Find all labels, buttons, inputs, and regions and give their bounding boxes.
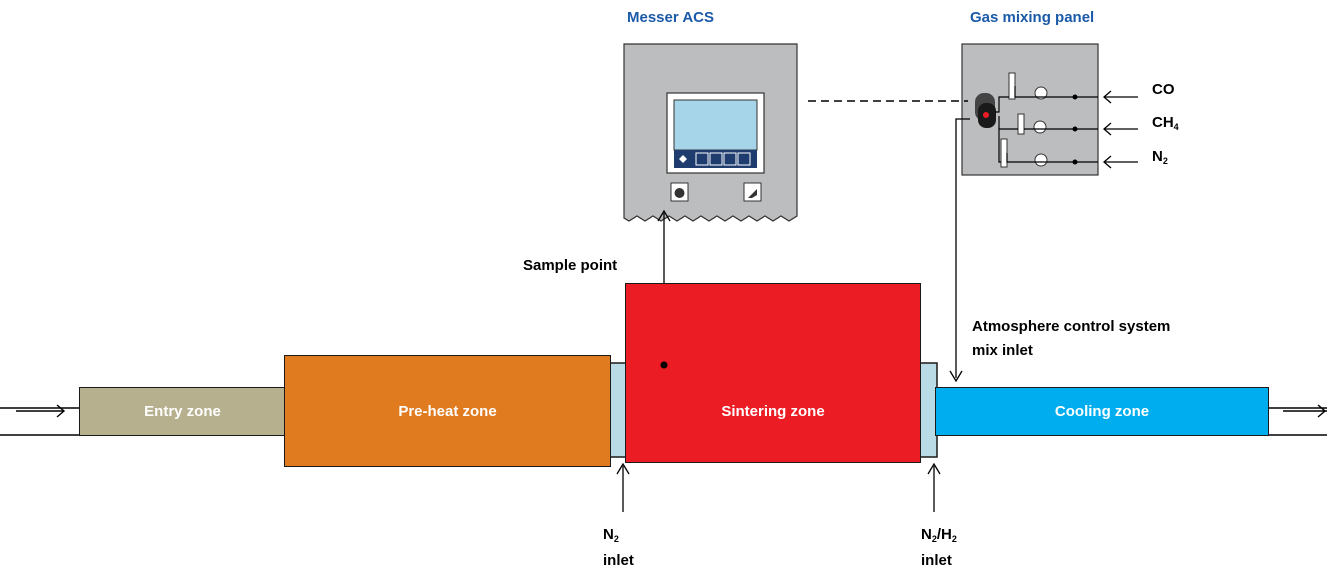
flowmeter-ch4	[1017, 113, 1025, 135]
acs-key-icon	[748, 189, 757, 198]
messer-acs-title: Messer ACS	[627, 9, 714, 26]
mixing-valve-led-icon	[983, 112, 989, 118]
n2h2-inlet-label: N2/H2	[921, 526, 957, 544]
mix-inlet-arrow-icon	[949, 370, 963, 383]
gas-mixing-panel-title: Gas mixing panel	[970, 9, 1095, 26]
sample-point-label: Sample point	[523, 257, 618, 274]
acs-display-screen	[673, 99, 758, 151]
gauge-co-icon	[1034, 86, 1048, 100]
gas-label-n2: N2	[1152, 148, 1168, 166]
preheat-zone-label: Pre-heat zone	[398, 402, 497, 420]
entry-zone: Entry zone	[79, 387, 286, 436]
acs-key-1	[695, 152, 709, 166]
acs-key-2	[709, 152, 723, 166]
co-input-arrow-icon	[1103, 90, 1138, 104]
gas-label-co: CO	[1152, 81, 1175, 98]
n2-inlet-word: inlet	[603, 552, 634, 569]
exit-arrow-icon	[1283, 404, 1327, 418]
n2h2-inlet-arrow-icon	[927, 462, 941, 512]
acs-power-knob-icon	[674, 188, 685, 198]
sintering-zone: Sintering zone	[625, 283, 921, 463]
entry-zone-label: Entry zone	[144, 403, 221, 420]
atm-control-label-line1: Atmosphere control system	[972, 318, 1171, 335]
n2-inlet-label: N2	[603, 526, 619, 544]
cooling-zone-label: Cooling zone	[1054, 403, 1150, 420]
sintering-zone-label: Sintering zone	[721, 402, 825, 420]
flowmeter-co	[1008, 72, 1016, 100]
flowmeter-n2	[1000, 138, 1008, 168]
atm-control-label-line2: mix inlet	[972, 342, 1033, 359]
preheat-zone: Pre-heat zone	[284, 355, 611, 467]
sample-arrow-icon	[657, 209, 671, 222]
n2-inlet-arrow-icon	[616, 462, 630, 512]
gauge-n2-icon	[1034, 153, 1048, 167]
messer-acs-cabinet	[623, 43, 798, 222]
acs-key-switch	[743, 182, 762, 202]
gas-label-ch4: CH4	[1152, 114, 1179, 132]
gas-mixing-panel	[961, 43, 1099, 176]
acs-key-4	[737, 152, 751, 166]
entry-arrow-icon	[16, 404, 66, 418]
acs-nav-pad-icon	[679, 155, 687, 163]
ch4-input-arrow-icon	[1103, 122, 1138, 136]
n2-input-arrow-icon	[1103, 155, 1138, 169]
acs-key-3	[723, 152, 737, 166]
gauge-ch4-icon	[1033, 120, 1047, 134]
cooling-zone: Cooling zone	[935, 387, 1269, 436]
mix-inlet-line	[955, 118, 970, 378]
n2h2-inlet-word: inlet	[921, 552, 952, 569]
